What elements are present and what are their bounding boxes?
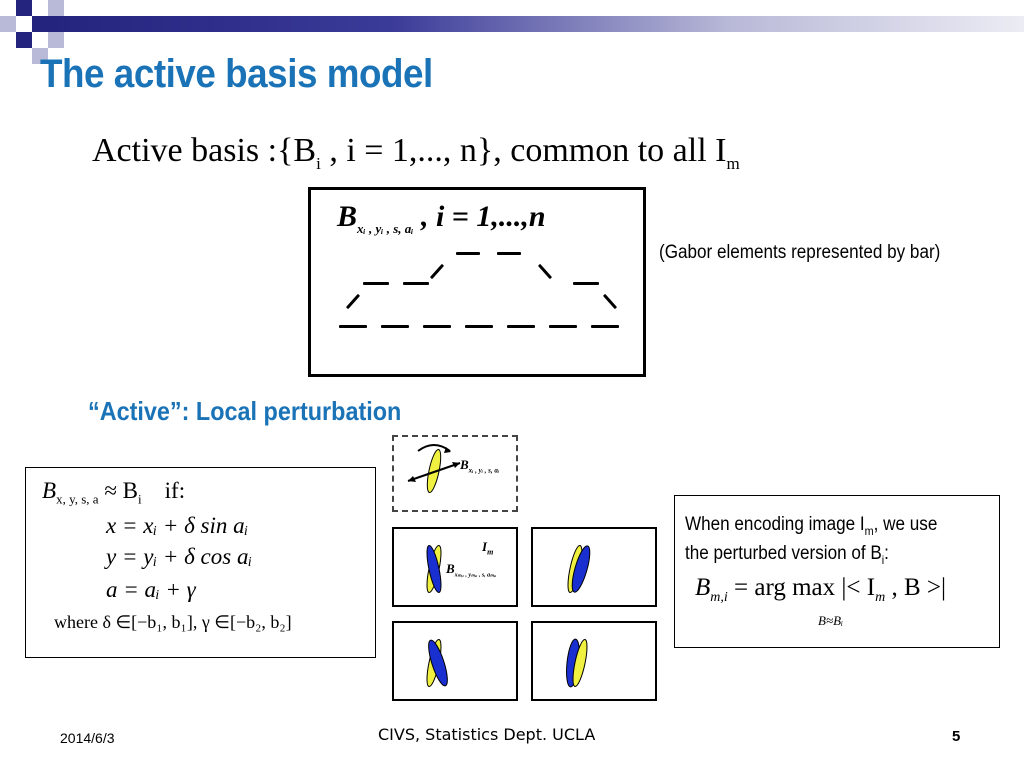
gabor-note: (Gabor elements represented by bar)	[659, 242, 941, 263]
decor-square-5	[16, 32, 32, 48]
decor-square-4	[32, 16, 48, 32]
condition-where: where δ ∈[−b₁, b₁], γ ∈[−b₂, b₂]	[54, 612, 292, 632]
decor-square-2	[48, 0, 64, 16]
gabor-blue-ellipse	[428, 639, 448, 687]
cond-approx: ≈ B	[98, 478, 139, 503]
decor-square-3	[0, 16, 16, 32]
gabor-bar	[507, 325, 535, 328]
enc-l2-sub: i	[881, 552, 885, 567]
gabor-bar	[456, 252, 480, 255]
enc-l1b: , we use	[873, 514, 938, 535]
basis-label-b: B	[337, 200, 358, 233]
gabor-bar	[602, 293, 618, 310]
formula-end: , B >|	[885, 574, 946, 601]
perturbation-frame-bottom-left	[392, 621, 518, 701]
shift-arrow-icon	[407, 462, 461, 482]
mid-left-graphic	[426, 545, 442, 593]
gabor-bar	[573, 282, 599, 285]
gabor-blue-ellipse	[426, 545, 442, 593]
gabor-bar	[339, 325, 367, 328]
cond-if: if:	[164, 478, 186, 503]
argmax-subscript: B≈Bᵢ	[818, 613, 844, 628]
basis-label-rest: , i = 1,...,n	[413, 200, 546, 233]
mid-right-graphic	[567, 545, 591, 593]
perturbation-top-label: Bxᵢ , yᵢ , s, aᵢ	[460, 457, 499, 475]
arrow-head-icon	[408, 476, 416, 482]
bottom-left-graphic	[426, 639, 448, 687]
perturbation-conditions-box: Bx, y, s, a ≈ Bi if: x = xᵢ + δ sin aᵢ y…	[25, 467, 376, 658]
enc-l1a: When encoding image I	[685, 514, 865, 535]
top-label-b: B	[460, 457, 469, 472]
mid-b-sub: xₘ,ᵢ , yₘ,ᵢ , s, aₘ,ᵢ	[454, 572, 497, 579]
formula-b-sub: m,i	[710, 590, 728, 605]
perturbation-top-graphic	[407, 444, 461, 494]
condition-line-1: Bx, y, s, a ≈ Bi if:	[42, 478, 185, 508]
condition-line-2: x = xᵢ + δ sin aᵢ	[106, 513, 249, 538]
perturbation-frame-top: Bxᵢ , yᵢ , s, aᵢ	[392, 435, 518, 512]
mid-b: B	[446, 561, 455, 576]
active-basis-equation: Active basis :{Bi , i = 1,..., n}, commo…	[92, 132, 740, 174]
gabor-bar	[345, 293, 361, 310]
basis-label: Bxᵢ , yᵢ , s, aᵢ , i = 1,...,n	[337, 200, 546, 237]
mid-b-label: Bxₘ,ᵢ , yₘ,ᵢ , s, aₘ,ᵢ	[446, 561, 496, 579]
arrow-head-icon	[452, 462, 460, 468]
gabor-bar	[591, 325, 619, 328]
decor-square-1	[16, 0, 32, 16]
footer-date: 2014/6/3	[60, 730, 115, 746]
equation-middle: , i = 1,..., n}, common to all I	[320, 132, 727, 169]
gabor-blue-ellipse	[571, 545, 591, 593]
encoding-line-2: the perturbed version of Bi:	[685, 543, 889, 567]
title-bar-gradient	[48, 16, 1024, 32]
gabor-bar	[537, 263, 553, 280]
formula-m-sub: m	[875, 590, 886, 605]
cond-b-sub: x, y, s, a	[56, 491, 99, 507]
arrow-head-icon	[444, 447, 451, 453]
gabor-bar	[363, 282, 389, 285]
enc-l1-sub: m	[864, 523, 874, 538]
cond-bi-sub: i	[138, 491, 142, 507]
footer-center: CIVS, Statistics Dept. UCLA	[378, 725, 596, 744]
basis-label-sub: xᵢ , yᵢ , s, aᵢ	[357, 221, 414, 236]
cond-b: B	[42, 478, 57, 503]
gabor-bar	[403, 282, 429, 285]
decor-square-6	[48, 32, 64, 48]
equation-sub-i: i	[316, 153, 321, 173]
equation-prefix: Active basis :{B	[92, 132, 317, 169]
bottom-right-graphic	[566, 638, 588, 688]
enc-l2b: :	[884, 543, 889, 564]
gabor-bar	[381, 325, 409, 328]
enc-l2a: the perturbed version of B	[685, 543, 882, 564]
mid-im-label: Im	[482, 539, 493, 557]
gabor-bar	[549, 325, 577, 328]
slide-number: 5	[952, 728, 961, 745]
gabor-yellow-ellipse	[572, 639, 588, 687]
gabor-bar	[497, 252, 521, 255]
encoding-line-1: When encoding image Im, we use	[685, 514, 937, 538]
top-label-sub: xᵢ , yᵢ , s, aᵢ	[468, 466, 500, 475]
equation-sub-m: m	[726, 153, 740, 173]
gabor-bar	[423, 325, 451, 328]
formula-b: B	[695, 574, 711, 601]
formula-mid: = arg max |< I	[727, 574, 876, 601]
perturbation-frame-mid-right	[531, 527, 657, 607]
condition-line-3: y = yᵢ + δ cos aᵢ	[106, 544, 253, 569]
encoding-box: When encoding image Im, we use the pertu…	[674, 495, 1000, 648]
mid-im-sub: m	[487, 547, 494, 557]
perturbation-frame-mid-left: Im Bxₘ,ᵢ , yₘ,ᵢ , s, aₘ,ᵢ	[392, 527, 518, 607]
subtitle-local-perturbation: “Active”: Local perturbation	[88, 396, 402, 426]
condition-line-4: a = aᵢ + γ	[106, 577, 196, 602]
decor-square-7	[32, 48, 48, 64]
gabor-bar	[465, 325, 493, 328]
basis-illustration: Bxᵢ , yᵢ , s, aᵢ , i = 1,...,n	[308, 187, 646, 377]
argmax-formula: Bm,i = arg max |< Im , B >|	[695, 574, 946, 606]
mid-im: I	[482, 539, 488, 554]
gabor-bar	[429, 263, 445, 280]
perturbation-frame-bottom-right	[531, 621, 657, 701]
slide-title: The active basis model	[40, 52, 433, 96]
